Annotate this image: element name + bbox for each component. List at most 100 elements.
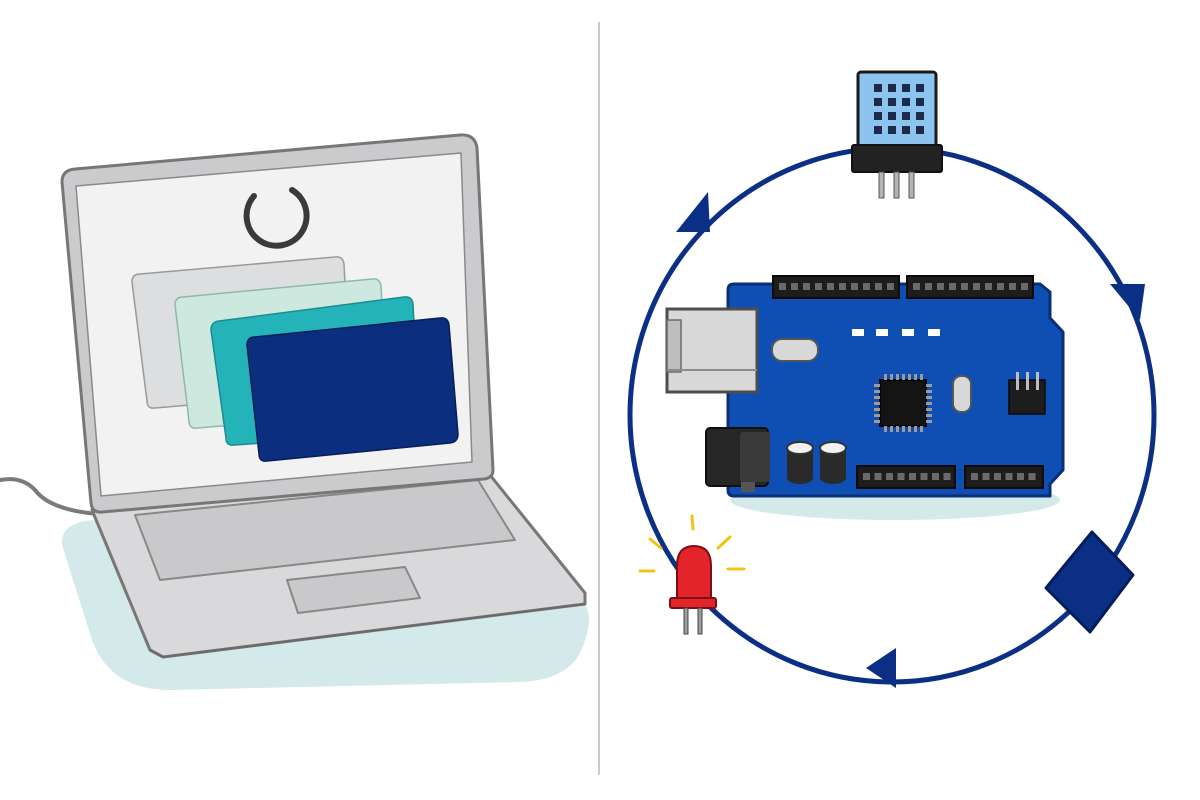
- board-led-4: [928, 329, 940, 336]
- sensor-vent-hole: [874, 112, 882, 120]
- crystal-oscillator: [771, 338, 819, 362]
- header-pin: [779, 283, 786, 290]
- header-pin: [875, 283, 882, 290]
- chip-pin: [908, 374, 911, 380]
- header-pin: [1017, 473, 1024, 480]
- chip-pin: [926, 396, 932, 399]
- header-pin: [897, 473, 905, 480]
- chip-pin: [902, 374, 905, 380]
- header-pin: [997, 283, 1004, 290]
- loop-arrow-upper-left: [676, 192, 710, 232]
- header-pin: [839, 283, 846, 290]
- actuator-diamond-icon: [1044, 530, 1135, 634]
- sensor-vent-hole: [916, 126, 924, 134]
- header-pin: [887, 283, 894, 290]
- chip-pin: [874, 384, 880, 387]
- header-pin: [909, 473, 916, 480]
- chip-pin: [926, 420, 932, 423]
- header-pin: [971, 473, 978, 480]
- laptop: [0, 133, 590, 690]
- chip-pin: [874, 402, 880, 405]
- chip-pin: [890, 374, 893, 380]
- sensor-vent-hole: [874, 126, 882, 134]
- temperature-sensor-icon: [851, 70, 943, 199]
- header-pin: [1005, 473, 1013, 480]
- header-pin: [937, 283, 944, 290]
- chip-pin: [884, 426, 887, 432]
- chip-pin: [890, 426, 893, 432]
- sensor-vent-hole: [888, 112, 896, 120]
- sensor-vent-hole: [916, 84, 924, 92]
- loop-arrow-bottom: [866, 648, 896, 688]
- header-pin: [1009, 283, 1016, 290]
- loop-arrow-upper-right: [1110, 284, 1145, 320]
- header-pin: [982, 473, 990, 480]
- board-led-2: [876, 329, 888, 336]
- header-pin: [886, 473, 893, 480]
- sensor-vent-hole: [888, 126, 896, 134]
- header-pin: [815, 283, 822, 290]
- board-led-1: [852, 329, 864, 336]
- usb-port: [665, 307, 759, 394]
- chip-pin: [896, 374, 899, 380]
- header-pin: [920, 473, 928, 480]
- chip-pin: [874, 396, 880, 399]
- header-pin: [863, 283, 870, 290]
- header-pin: [949, 283, 956, 290]
- header-pin: [863, 473, 870, 480]
- sensor-vent-hole: [874, 98, 882, 106]
- chip-pin: [920, 374, 923, 380]
- header-pin: [925, 283, 932, 290]
- header-pin: [827, 283, 834, 290]
- touchpad: [286, 566, 421, 614]
- chip-pin: [908, 426, 911, 432]
- header-bottom-left: [856, 465, 956, 489]
- development-board: [665, 275, 1065, 520]
- chip-pin: [902, 426, 905, 432]
- chip-pin: [926, 414, 932, 417]
- sensor-vent-hole: [902, 126, 910, 134]
- header-pin: [851, 283, 858, 290]
- sensor-vent-hole: [902, 98, 910, 106]
- right-panel: [627, 70, 1157, 688]
- header-pin: [874, 473, 882, 480]
- loading-spinner-icon: [243, 187, 310, 249]
- header-top-left: [772, 275, 900, 299]
- laptop-cable: [0, 477, 100, 516]
- header-pin: [994, 473, 1001, 480]
- header-pin: [961, 283, 968, 290]
- capacitor-2: [819, 441, 847, 484]
- sensor-vent-hole: [902, 112, 910, 120]
- sensor-vent-hole: [902, 84, 910, 92]
- power-jack: [705, 427, 770, 492]
- header-pin: [1028, 473, 1036, 480]
- chip-pin: [874, 414, 880, 417]
- sensor-vent-hole: [916, 98, 924, 106]
- sensor-vent-hole: [888, 84, 896, 92]
- header-pin: [1021, 283, 1028, 290]
- header-pin: [985, 283, 992, 290]
- chip-pin: [926, 408, 932, 411]
- chip-pin: [874, 408, 880, 411]
- header-pin: [913, 283, 920, 290]
- sensor-vent-hole: [888, 98, 896, 106]
- header-pin: [943, 473, 951, 480]
- chip-pin: [926, 390, 932, 393]
- chip-pin: [914, 426, 917, 432]
- card-navy: [246, 317, 459, 462]
- capacitor-1: [786, 441, 814, 484]
- chip-pin: [914, 374, 917, 380]
- chip-pin: [874, 390, 880, 393]
- red-led-icon: [638, 514, 746, 635]
- header-pin: [791, 283, 798, 290]
- icsp-header: [1008, 372, 1046, 415]
- chip-pin: [926, 402, 932, 405]
- microcontroller-chip: [874, 374, 932, 432]
- header-pin: [803, 283, 810, 290]
- chip-pin: [920, 426, 923, 432]
- chip-pin: [926, 384, 932, 387]
- header-bottom-right: [964, 465, 1044, 489]
- header-top-right: [906, 275, 1034, 299]
